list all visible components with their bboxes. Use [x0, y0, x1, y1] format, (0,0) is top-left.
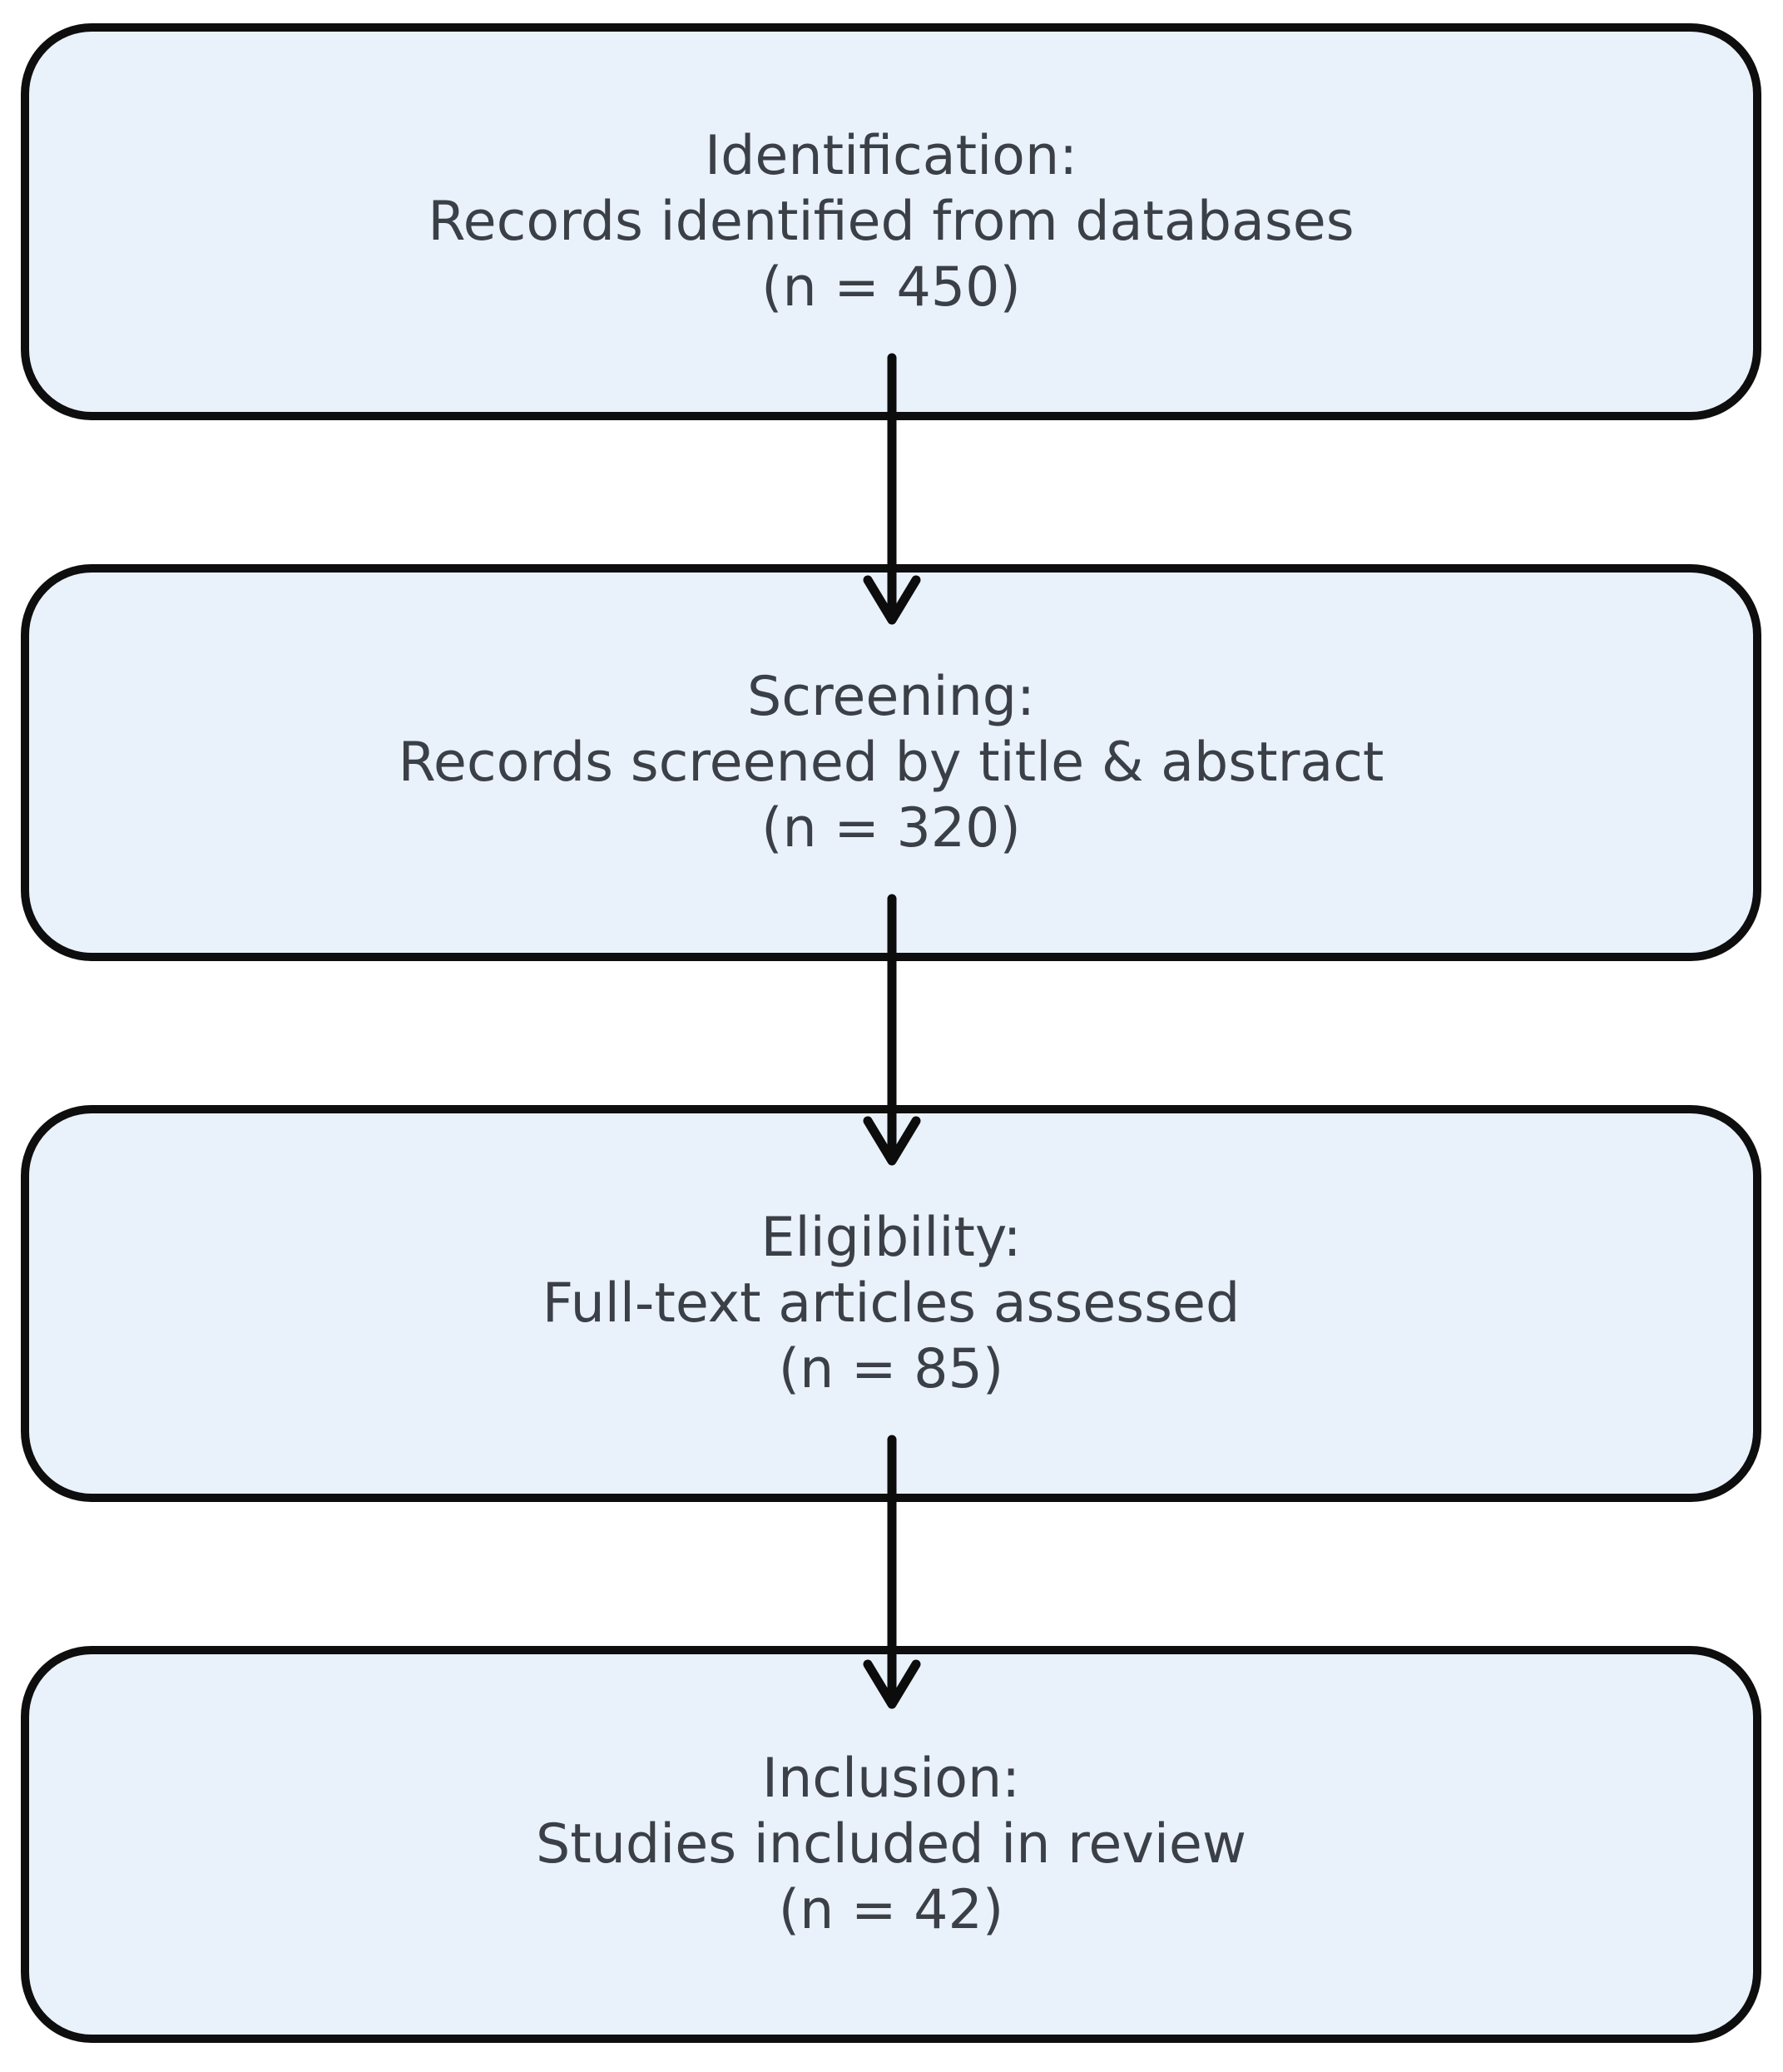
step-title: Screening:	[747, 666, 1035, 728]
step-description: Full-text articles assessed	[542, 1272, 1241, 1335]
flow-box-screening: Screening: Records screened by title & a…	[21, 564, 1761, 961]
step-title: Identification:	[704, 125, 1078, 187]
step-count: (n = 42)	[778, 1879, 1004, 1941]
step-description: Studies included in review	[535, 1813, 1247, 1876]
step-count: (n = 320)	[761, 797, 1021, 860]
step-title: Eligibility:	[760, 1207, 1022, 1269]
step-description: Records screened by title & abstract	[398, 731, 1384, 794]
step-count: (n = 85)	[778, 1338, 1004, 1400]
step-count: (n = 450)	[761, 256, 1021, 319]
step-description: Records identified from databases	[428, 191, 1355, 253]
flow-box-eligibility: Eligibility: Full-text articles assessed…	[21, 1105, 1761, 1502]
step-title: Inclusion:	[761, 1747, 1021, 1810]
flow-box-identification: Identification: Records identified from …	[21, 23, 1761, 420]
flow-box-inclusion: Inclusion: Studies included in review (n…	[21, 1646, 1761, 2043]
